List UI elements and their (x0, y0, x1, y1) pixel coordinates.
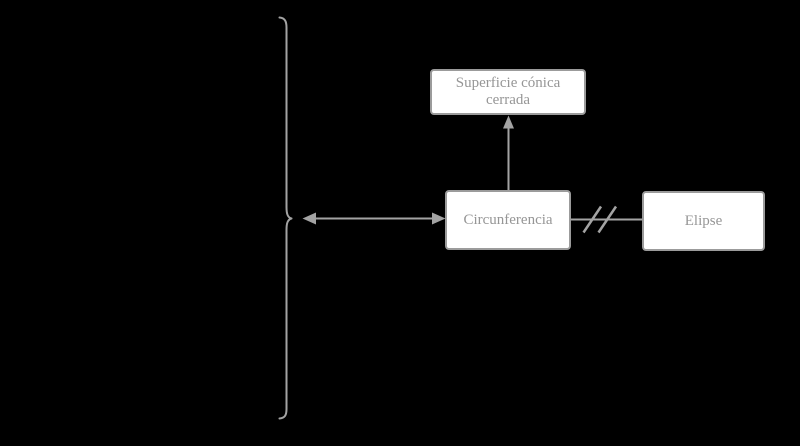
arrow-up-head-icon (503, 115, 514, 129)
double-headed-arrow (302, 212, 446, 225)
not-equal-slash-icon (582, 205, 603, 234)
curly-brace-icon (278, 16, 293, 420)
arrow-right-head-icon (432, 212, 446, 225)
crossed-out-line (571, 205, 642, 234)
arrow-up (503, 115, 514, 190)
node-circunferencia-label: Circunferencia (463, 211, 553, 228)
node-superficie-conica-cerrada[interactable]: Superficie cónica cerrada (430, 69, 586, 115)
not-equal-slash-icon (597, 205, 618, 234)
arrow-left-head-icon (302, 212, 316, 225)
node-elipse[interactable]: Elipse (642, 191, 765, 251)
node-superficie-label: Superficie cónica cerrada (455, 75, 561, 108)
node-circunferencia[interactable]: Circunferencia (445, 190, 571, 250)
node-elipse-label: Elipse (684, 212, 723, 229)
